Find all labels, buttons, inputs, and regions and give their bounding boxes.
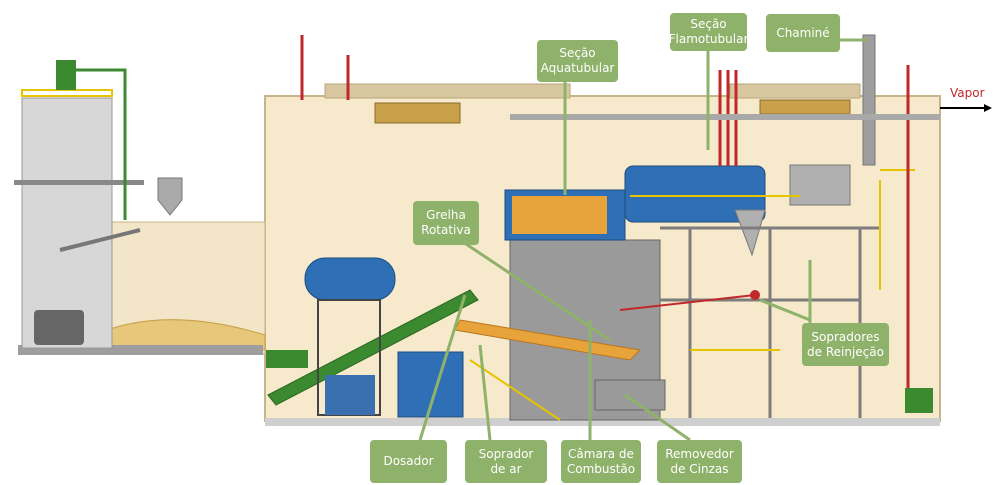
ash-hoppers	[594, 379, 666, 411]
silo-ring	[14, 180, 144, 185]
silo-top-rail	[21, 89, 113, 97]
reinjection-line	[619, 294, 756, 311]
leader-lines	[418, 38, 868, 442]
label-chamine: Chaminé	[766, 14, 840, 52]
cyclone-cone	[734, 209, 766, 257]
pumps	[325, 375, 375, 415]
vent-right	[759, 99, 851, 115]
roof-right	[729, 83, 861, 99]
label-vapor: Vapor	[950, 86, 985, 100]
pneumatic-duct	[76, 68, 127, 220]
handrails	[469, 169, 915, 421]
label-secao-aquatubular: Seção Aquatubular	[537, 40, 618, 82]
label-sopradores-reinjecao: Sopradores de Reinjeção	[802, 323, 889, 366]
label-dosador: Dosador	[370, 440, 447, 483]
chimney	[862, 34, 876, 166]
feedwater-tank	[304, 257, 396, 301]
silo-base	[18, 345, 263, 355]
label-camara-de-combustao: Câmara de Combustão	[561, 440, 641, 483]
small-hopper	[157, 177, 183, 216]
cyclone-top	[56, 60, 76, 90]
label-secao-flamotubular: Seção Flamotubular	[669, 13, 748, 51]
ash-bin	[905, 388, 933, 413]
main-steam-header	[510, 104, 992, 120]
flamotubular-section	[624, 165, 766, 223]
roof-left	[324, 83, 571, 99]
multicyclone	[789, 164, 851, 206]
floor	[265, 418, 940, 426]
inclined-belt	[59, 228, 141, 252]
conveyor-hopper	[266, 350, 308, 368]
aquatubular-core	[512, 196, 607, 234]
label-soprador-de-ar: Soprador de ar	[465, 440, 547, 483]
label-removedor-de-cinzas: Removedor de Cinzas	[657, 440, 742, 483]
label-grelha-rotativa: Grelha Rotativa	[413, 201, 479, 245]
vent-left	[374, 102, 461, 124]
dosador-conveyor	[267, 289, 479, 406]
front-loader	[34, 310, 84, 345]
silo	[21, 97, 113, 349]
